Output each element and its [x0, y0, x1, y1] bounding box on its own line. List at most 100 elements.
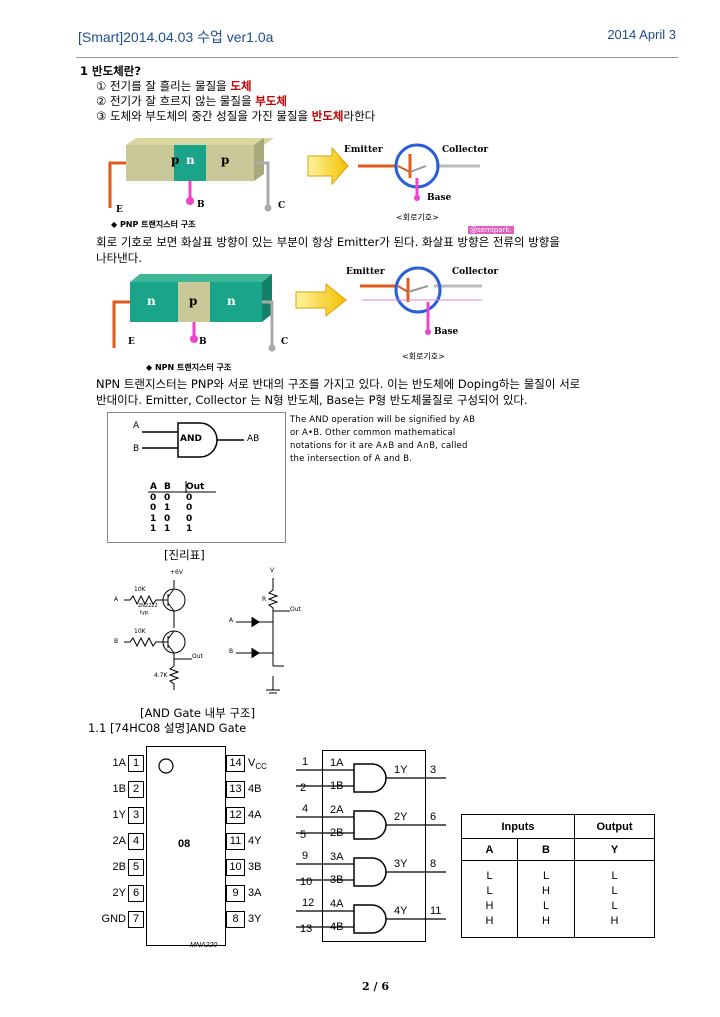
item-number: ② [96, 94, 107, 108]
resistor-3-label: 4.7K [154, 672, 168, 679]
vcc-label: +6V [170, 569, 183, 576]
pin-number-box: 1 [128, 755, 144, 772]
table-cell: L [542, 870, 550, 882]
pin-number-box: 13 [226, 781, 245, 798]
table-cell: L [486, 870, 493, 882]
internal-structure-caption: [AND Gate 내부 구조] [140, 706, 256, 720]
pin-number-box: 14 [226, 755, 245, 772]
gate-input-label: 3B [330, 874, 344, 886]
gate-input-label: 3A [330, 851, 344, 863]
resistor-label: R [262, 596, 267, 603]
output-label: Out [290, 606, 301, 613]
col-a: A [461, 838, 518, 861]
and-gate-symbol [353, 810, 387, 840]
truth-table-cell: 0 [164, 492, 171, 503]
pin-name: VCC [248, 757, 267, 771]
gate-pin-number: 10 [300, 876, 313, 888]
pin-name-text: 4Y [248, 835, 262, 847]
item-emphasis: 부도체 [255, 94, 287, 108]
npn-base-label: B [199, 337, 207, 347]
truth-table-cell: 0 [150, 492, 157, 503]
section-heading: 1 반도체란? [80, 64, 141, 78]
pin-name-text: 3B [248, 861, 262, 873]
and-gates [296, 763, 446, 934]
definition-item-2: ② 전기가 잘 흐르지 않는 물질을 부도체 [96, 94, 287, 108]
table-cell: H [485, 915, 494, 927]
truth-table-header: A B Out [150, 482, 210, 493]
gate-input-label: 1A [330, 757, 344, 769]
pin-number-box: 10 [226, 859, 245, 876]
gate-input-label: 4B [330, 921, 344, 933]
and-gate-symbol [353, 857, 387, 887]
truth-table-caption: [진리표] [164, 548, 205, 562]
col-y: Y [574, 838, 655, 861]
item-text: 전기가 잘 흐르지 않는 물질을 [106, 94, 256, 108]
pnp-layer-1: p [171, 153, 180, 167]
v-label: V [270, 567, 275, 574]
header-divider [76, 57, 678, 58]
gate-output-label: 4Y [394, 905, 408, 917]
item-text: 도체와 부도체의 중간 성질을 가진 물질을 [106, 109, 312, 123]
output-label: AB [247, 434, 260, 444]
gate-pin-number: 1 [302, 756, 309, 768]
npn-collector-label: C [281, 337, 289, 347]
pin-number-box: 11 [226, 833, 245, 850]
header-b: B [164, 482, 171, 492]
gate-pin-number: 12 [302, 897, 315, 909]
truth-table-cell: 1 [164, 524, 171, 534]
pnp-transistor-figure: p n p E B C ◆ PNP 트랜지스터 구조 Emitter Colle… [96, 126, 514, 238]
subsection-heading: 1.1 [74HC08 설명]AND Gate [88, 721, 247, 735]
pin-name-text: V [248, 757, 256, 769]
output-header: Output [574, 814, 655, 839]
table-cell: L [486, 885, 493, 897]
pin-number-box: 9 [226, 885, 245, 902]
gate-pin-number: 11 [430, 905, 442, 917]
pin-number-box: 12 [226, 807, 245, 824]
pnp-symbol-emitter: Emitter [344, 145, 383, 155]
table-cell: H [610, 915, 619, 927]
item-number: ③ [96, 109, 107, 123]
header-title: [Smart]2014.04.03 수업 ver1.0a [78, 29, 274, 45]
gate-pin-number: 8 [430, 858, 437, 870]
pnp-collector-label: C [278, 201, 286, 211]
npn-emitter-label: E [128, 337, 135, 347]
truth-table-cell: 0 [186, 513, 193, 524]
truth-table-cell: 1 [150, 513, 157, 524]
pnp-base-label: B [197, 200, 205, 210]
gate-label: AND [180, 434, 202, 444]
pin-number-box: 5 [128, 859, 144, 876]
and-operation-note: The AND operation will be signified by A… [290, 414, 475, 466]
pin-name: GND [101, 913, 126, 925]
input-a-label: A [229, 617, 234, 624]
table-cell: L [611, 885, 618, 897]
table-cell: H [542, 915, 550, 927]
chip-body [146, 746, 226, 946]
input-b-label: B [229, 648, 234, 655]
npn-symbol-collector: Collector [452, 267, 499, 277]
pnp-layer-3: p [221, 153, 230, 167]
note-line: or A•B. Other common mathematical [290, 428, 456, 438]
truth-table-cell: 0 [186, 503, 193, 513]
transistor-and-circuit: +6V 10K A 2N2222 typ. 10K B Out 4.7K [106, 566, 216, 696]
gate-output-label: 2Y [394, 811, 408, 823]
table-cell: L [611, 900, 618, 912]
col-b: B [517, 838, 575, 861]
page-number: 2 / 6 [362, 980, 389, 993]
note-line: The AND operation will be signified by A… [290, 415, 476, 425]
gate-input-label: 2B [330, 827, 344, 839]
table-cell: L [542, 900, 550, 912]
table-cell: L [611, 870, 618, 882]
note-line: the intersection of A and B. [290, 454, 413, 464]
input-a-label: A [114, 596, 119, 603]
pin-name-subscript: CC [255, 762, 267, 772]
gate-input-label: 4A [330, 898, 344, 910]
gate-pin-number: 9 [302, 850, 309, 862]
input-a-label: A [133, 421, 140, 431]
pin-name-text: 3Y [248, 913, 262, 925]
